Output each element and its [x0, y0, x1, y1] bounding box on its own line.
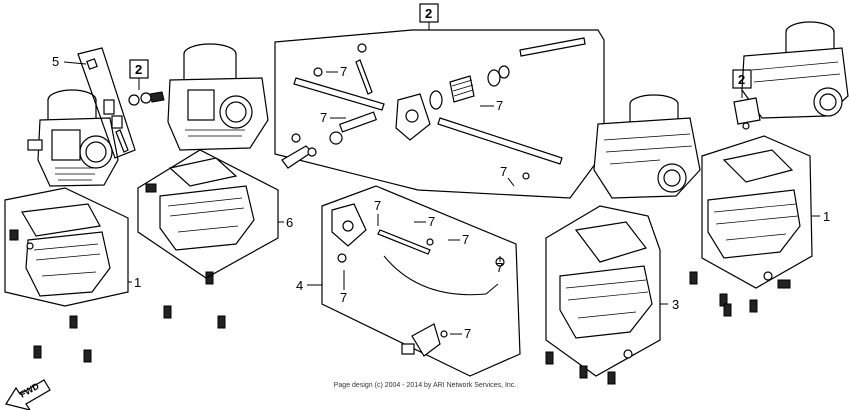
- callout-label-2-right: 2: [738, 72, 745, 87]
- callout-4: 4: [296, 278, 322, 293]
- callout-label-7-a: 7: [340, 64, 347, 79]
- callout-2-left: 2: [128, 59, 165, 106]
- callout-label-4: 4: [296, 278, 303, 293]
- pilot-screw-set: [77, 47, 136, 159]
- callout-label-7-i: 7: [496, 260, 503, 275]
- callout-label-7-b: 7: [320, 110, 327, 125]
- callout-6: 6: [278, 215, 293, 230]
- callout-label-7-j: 7: [464, 326, 471, 341]
- fwd-arrow: FWD: [5, 379, 51, 410]
- float-bowl-group-right: [701, 135, 813, 289]
- callout-1-right: 1: [812, 209, 830, 224]
- callout-label-7-g: 7: [462, 232, 469, 247]
- callout-label-7-e: 7: [374, 198, 381, 213]
- bowl-screws-left: [33, 271, 226, 363]
- copyright-notice: Page design (c) 2004 - 2014 by ARI Netwo…: [334, 382, 517, 389]
- callout-5: 5: [52, 54, 87, 69]
- callout-label-2-left: 2: [135, 62, 142, 77]
- callout-label-1-right: 1: [823, 209, 830, 224]
- bowl-screws-right: [689, 271, 758, 317]
- callout-label-1-left: 1: [134, 275, 141, 290]
- callouts-7-throttle: 7 7 7 7 7 7: [340, 198, 503, 341]
- callout-2-right: 2: [732, 69, 761, 130]
- callouts-7-linkage: 7 7 7 7: [320, 64, 515, 187]
- callout-label-7-h: 7: [340, 290, 347, 305]
- carburetor-right: [741, 21, 849, 119]
- float-bowl-group-6: [137, 149, 279, 279]
- callout-label-7-d: 7: [500, 164, 507, 179]
- callout-label-7-c: 7: [496, 98, 503, 113]
- float-bowl-group-left: [4, 187, 129, 307]
- carburetor-center-left: [167, 43, 269, 151]
- callout-label-6: 6: [286, 215, 293, 230]
- bowl-screws-right-center: [545, 349, 633, 385]
- throttle-link-group: [321, 185, 521, 377]
- float-bowl-group-right-center: [545, 205, 661, 377]
- callout-2-top: 2: [419, 3, 439, 30]
- callout-label-7-f: 7: [428, 214, 435, 229]
- callout-label-5: 5: [52, 54, 59, 69]
- carburetor-left: [27, 89, 119, 187]
- callout-3: 3: [660, 297, 679, 312]
- callout-1-left: 1: [128, 275, 141, 290]
- callout-label-3: 3: [672, 297, 679, 312]
- carburetor-center-right: [593, 94, 701, 199]
- callout-label-2-top: 2: [425, 6, 432, 21]
- linkage-group: [274, 29, 605, 199]
